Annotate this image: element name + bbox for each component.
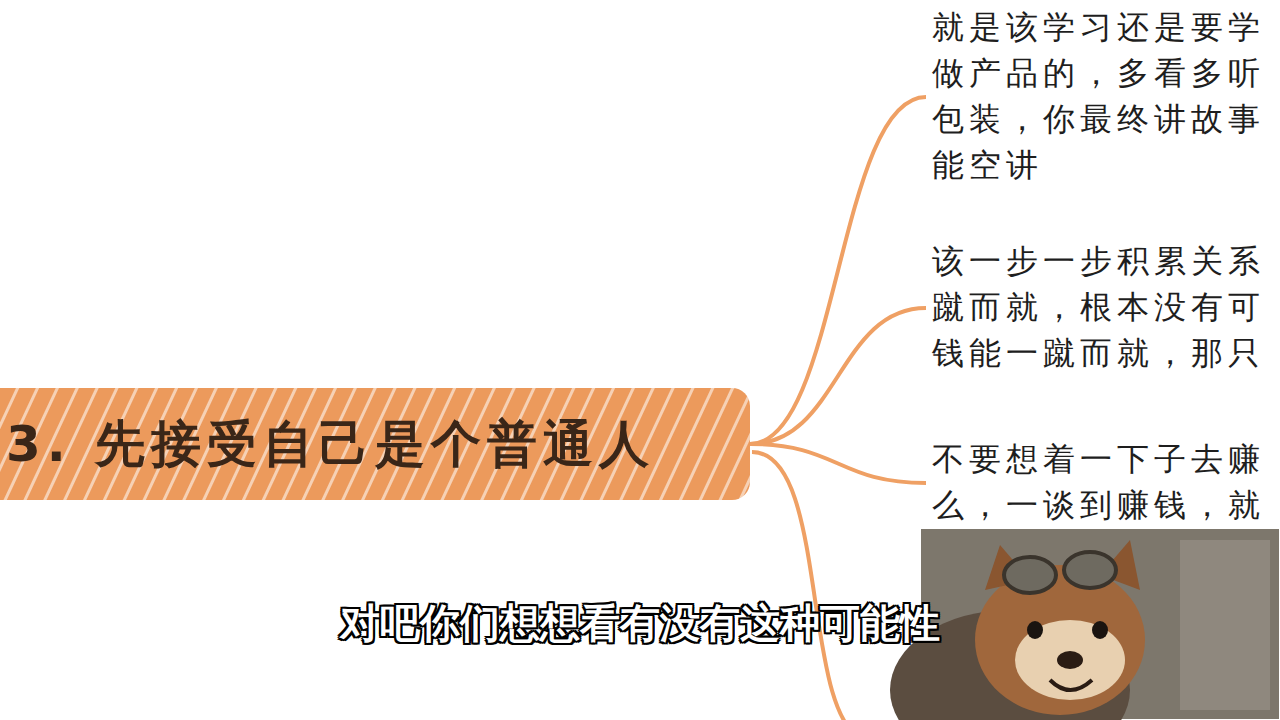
branch-line <box>752 452 865 720</box>
note-text: 就是该学习还是要学 做产品的，多看多听 包装，你最终讲故事 能空讲 <box>932 4 1272 188</box>
topic-title: 3. 先接受自己是个普通人 <box>6 411 655 478</box>
branch-note: 不要想着一下子去赚 么，一谈到赚钱，就 <box>926 436 1272 530</box>
note-text: 该一步一步积累关系 蹴而就，根本没有可 钱能一蹴而就，那只 <box>932 238 1272 376</box>
branch-connector <box>750 308 926 444</box>
subtitle: 对吧你们想想看有没有这种可能性 <box>0 596 1280 651</box>
topic-band: 3. 先接受自己是个普通人 <box>0 388 750 500</box>
branch-connector <box>750 444 926 483</box>
note-text: 不要想着一下子去赚 么，一谈到赚钱，就 <box>932 436 1272 528</box>
branch-note: 该一步一步积累关系 蹴而就，根本没有可 钱能一蹴而就，那只 <box>926 238 1272 378</box>
branch-note: 就是该学习还是要学 做产品的，多看多听 包装，你最终讲故事 能空讲 <box>926 4 1272 190</box>
video-thumbnail <box>890 528 1280 720</box>
branch-connector <box>750 97 926 444</box>
